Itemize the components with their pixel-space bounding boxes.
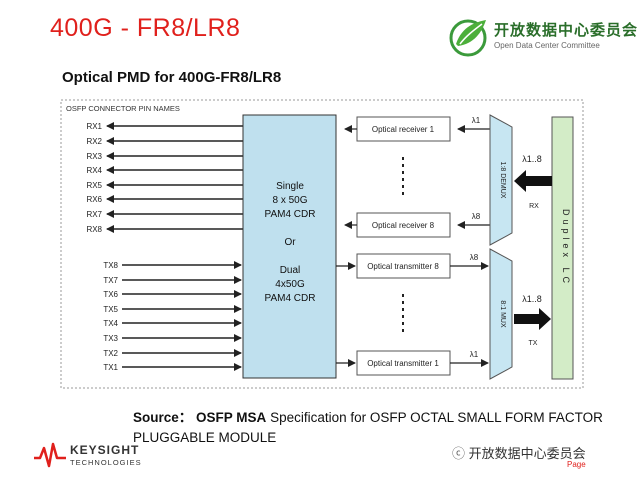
svg-text:Or: Or	[284, 237, 296, 248]
source-prefix: Source：	[133, 410, 193, 425]
lambda-label: λ8	[470, 253, 479, 262]
tx-pin-label: TX2	[103, 349, 118, 358]
rx-label: RX	[529, 203, 539, 210]
tx-pin-label: TX1	[103, 363, 118, 372]
lambda-label: λ1	[472, 116, 481, 125]
optical-receiver-label: Optical receiver 1	[372, 125, 435, 134]
rx-thick-arrow	[514, 170, 552, 192]
slide-title: 400G - FR8/LR8	[50, 14, 241, 42]
tx-pin-group: TX8 TX7 TX6 TX5 TX4 TX3 TX2 TX1	[103, 261, 242, 372]
demux-label: 1:8 DEMUX	[499, 162, 506, 199]
mux-block	[489, 248, 513, 380]
diagram-frame	[60, 99, 584, 389]
svg-text:PAM4 CDR: PAM4 CDR	[265, 293, 316, 304]
lambda-label: λ8	[472, 212, 481, 221]
rx-pin-label: RX2	[86, 137, 102, 146]
keysight-wave-icon	[34, 442, 66, 468]
svg-text:4x50G: 4x50G	[275, 279, 305, 290]
transmitter-ellipsis	[402, 294, 404, 332]
wechat-name: 开放数据中心委员会	[468, 446, 586, 461]
rx-pin-label: RX6	[86, 195, 102, 204]
svg-text:Dual: Dual	[280, 265, 301, 276]
optical-transmitter-label: Optical transmitter 8	[367, 262, 439, 271]
source-citation: Source： OSFP MSA Specification for OSFP …	[133, 408, 603, 448]
rx-pin-label: RX3	[86, 152, 102, 161]
rx-pin-label: RX7	[86, 210, 102, 219]
cdr-block	[242, 114, 337, 379]
diagram-subtitle: Optical PMD for 400G-FR8/LR8	[62, 69, 282, 86]
keysight-sub: TECHNOLOGIES	[70, 458, 142, 467]
source-bold: OSFP MSA	[196, 410, 267, 425]
svg-text:8 x 50G: 8 x 50G	[272, 195, 307, 206]
logo-name-cn: 开放数据中心委员会	[494, 22, 639, 39]
tx-pin-label: TX6	[103, 290, 118, 299]
pin-header: OSFP CONNECTOR PIN NAMES	[66, 104, 180, 113]
source-text: Specification for OSFP OCTAL SMALL FORM …	[133, 410, 603, 445]
logo-name-en: Open Data Center Committee	[494, 41, 600, 50]
rx-pin-label: RX1	[86, 122, 102, 131]
tx-pin-label: TX8	[103, 261, 118, 270]
tx-combined-lambda: λ1..8	[522, 294, 542, 304]
rx-pin-label: RX8	[86, 225, 102, 234]
optical-receiver-box	[356, 116, 451, 142]
odcc-logo: 开放数据中心委员会 Open Data Center Committee	[446, 14, 639, 60]
tx-pin-label: TX3	[103, 334, 118, 343]
tx-pin-label: TX5	[103, 305, 118, 314]
receiver-ellipsis	[402, 157, 404, 195]
svg-text:Single: Single	[276, 181, 304, 192]
tx-pin-label: TX7	[103, 276, 118, 285]
tx-pin-label: TX4	[103, 319, 118, 328]
duplex-lc-label: Duplex LC	[561, 209, 571, 287]
block-diagram: OSFP CONNECTOR PIN NAMES RX1 RX2 RX3 RX4…	[60, 99, 584, 389]
mux-label: 8:1 MUX	[499, 300, 506, 328]
rx-pin-group: RX1 RX2 RX3 RX4 RX5 RX6 RX7 RX8	[86, 122, 243, 234]
keysight-name: KEYSIGHT	[70, 443, 140, 457]
demux-block	[489, 114, 513, 246]
optical-transmitter-label: Optical transmitter 1	[367, 359, 439, 368]
optical-receiver-box	[356, 212, 451, 238]
tx-thick-arrow	[514, 308, 551, 330]
page-label: Page	[567, 460, 586, 469]
optical-transmitter-box	[356, 253, 451, 279]
cdr-text: Single 8 x 50G PAM4 CDR Or Dual 4x50G PA…	[265, 181, 316, 304]
optical-transmitter-box	[356, 350, 451, 376]
rx-combined-lambda: λ1..8	[522, 154, 542, 164]
optical-receiver-label: Optical receiver 8	[372, 221, 435, 230]
lambda-label: λ1	[470, 350, 479, 359]
svg-text:PAM4 CDR: PAM4 CDR	[265, 209, 316, 220]
wechat-watermark: ⓒ 开放数据中心委员会	[452, 443, 586, 462]
tx-label: TX	[529, 340, 538, 347]
leaf-logo-icon	[449, 19, 487, 57]
rx-pin-label: RX4	[86, 166, 102, 175]
rx-pin-label: RX5	[86, 181, 102, 190]
wechat-icon: ⓒ	[452, 446, 469, 461]
duplex-lc-block	[551, 116, 574, 380]
